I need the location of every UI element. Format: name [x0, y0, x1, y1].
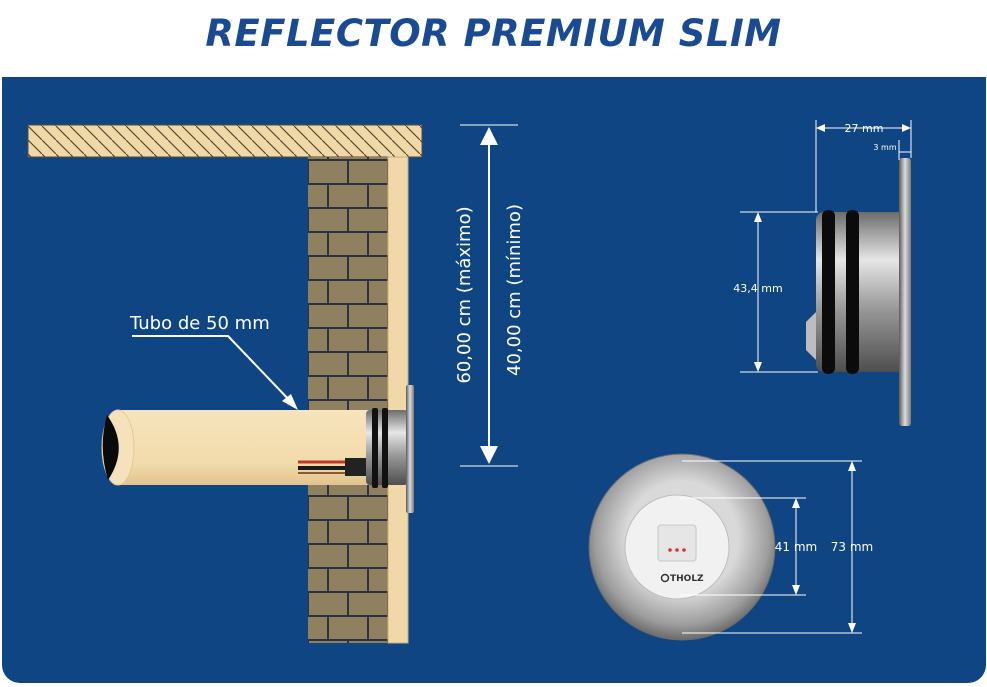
flange-dimension [898, 140, 911, 160]
ceiling-slab [27, 124, 423, 158]
front-view-reflector [588, 453, 776, 641]
max-depth-label: 60,00 cm (máximo) [454, 206, 475, 383]
side-view-reflector [806, 158, 911, 426]
flange-label: 3 mm [873, 143, 896, 152]
side-height-dimension [740, 211, 818, 373]
lens-dimension [680, 497, 806, 596]
diagram-panel [2, 77, 986, 683]
side-height-label: 43,4 mm [733, 282, 782, 295]
brand-logo: THOLZ [670, 574, 704, 584]
tube-callout [132, 335, 298, 410]
min-depth-label: 40,00 cm (mínimo) [504, 204, 525, 376]
outer-diameter-label: 73 mm [831, 540, 873, 554]
page-title: REFLECTOR PREMIUM SLIM [205, 12, 782, 55]
outer-dimension [682, 460, 862, 634]
installation-pipe [101, 409, 379, 486]
installed-reflector [366, 385, 414, 513]
side-depth-label: 27 mm [845, 122, 884, 135]
depth-dimension [460, 124, 518, 467]
tube-label: Tubo de 50 mm [129, 313, 270, 334]
brick-wall [308, 156, 409, 644]
lens-diameter-label: 41 mm [775, 540, 817, 554]
